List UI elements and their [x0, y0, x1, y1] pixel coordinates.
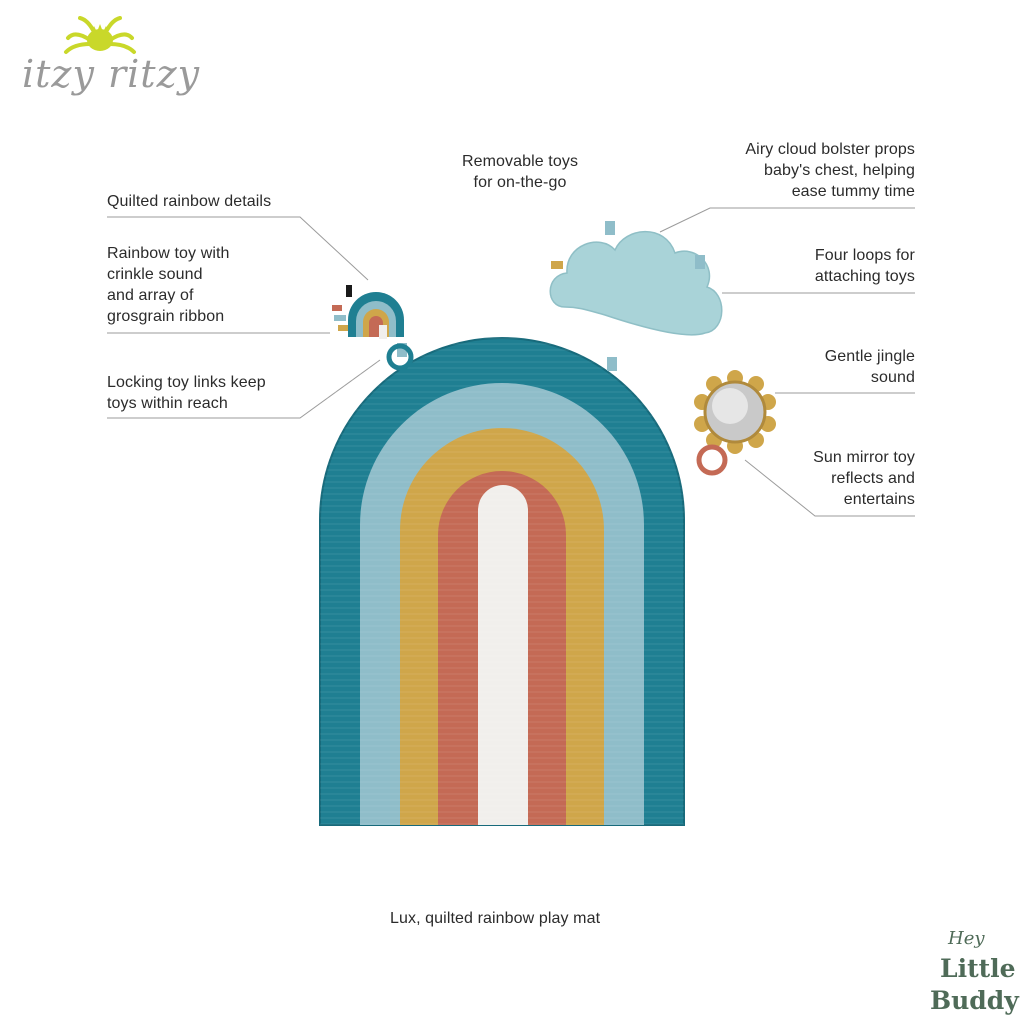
- brand-logo-text: itzy ritzy: [22, 52, 201, 96]
- logo-mark: [60, 10, 140, 60]
- annotation-locking: Locking toy links keep toys within reach: [107, 372, 266, 414]
- annotation-line: toys within reach: [107, 395, 228, 412]
- annotation-rainbow-toy: Rainbow toy with crinkle sound and array…: [107, 243, 230, 327]
- annotation-jingle: Gentle jingle sound: [825, 346, 915, 388]
- leader-line-mirror: [744, 459, 915, 517]
- annotation-line: entertains: [843, 491, 915, 508]
- annotation-line: Rainbow toy with: [107, 245, 230, 262]
- annotation-line: and array of: [107, 287, 194, 304]
- annotation-removable: Removable toys for on-the-go: [430, 151, 610, 193]
- toy-link-ring: [386, 343, 414, 371]
- annotation-line: Removable toys: [461, 153, 579, 170]
- annotation-quilted: Quilted rainbow details: [107, 193, 272, 210]
- annotation-line: Airy cloud bolster props: [745, 141, 915, 158]
- rainbow-toy: [332, 285, 404, 339]
- watermark-line2: Buddy: [930, 986, 1019, 1015]
- watermark-line1: Little: [940, 954, 1016, 983]
- annotation-line: ease tummy time: [791, 183, 915, 200]
- annotation-line: reflects and: [831, 470, 915, 487]
- sun-mirror-toy: [694, 370, 776, 476]
- watermark-hey: Hey: [948, 928, 985, 949]
- annotation-line: Gentle jingle: [824, 348, 915, 365]
- annotation-line: sound: [870, 369, 915, 386]
- annotation-line: for on-the-go: [473, 174, 567, 191]
- mat-loop: [607, 357, 617, 371]
- annotation-line: baby's chest, helping: [763, 162, 915, 179]
- annotation-line: crinkle sound: [107, 266, 203, 283]
- annotation-cloud: Airy cloud bolster props baby's chest, h…: [745, 139, 915, 202]
- annotation-line: Locking toy links keep: [107, 374, 266, 391]
- spider-crown-icon: [64, 16, 136, 54]
- annotation-line: Sun mirror toy: [813, 449, 915, 466]
- mat-loop: [397, 343, 407, 357]
- cloud-bolster: [549, 221, 723, 336]
- annotation-loops: Four loops for attaching toys: [815, 245, 915, 287]
- leader-line-cloud: [659, 207, 915, 233]
- caption: Lux, quilted rainbow play mat: [390, 910, 601, 927]
- annotation-line: attaching toys: [814, 268, 915, 285]
- annotation-line: Four loops for: [814, 247, 915, 264]
- rainbow-play-mat: [319, 335, 685, 826]
- annotation-line: grosgrain ribbon: [107, 308, 225, 325]
- annotation-mirror: Sun mirror toy reflects and entertains: [813, 447, 915, 510]
- leader-line-quilted: [107, 216, 369, 281]
